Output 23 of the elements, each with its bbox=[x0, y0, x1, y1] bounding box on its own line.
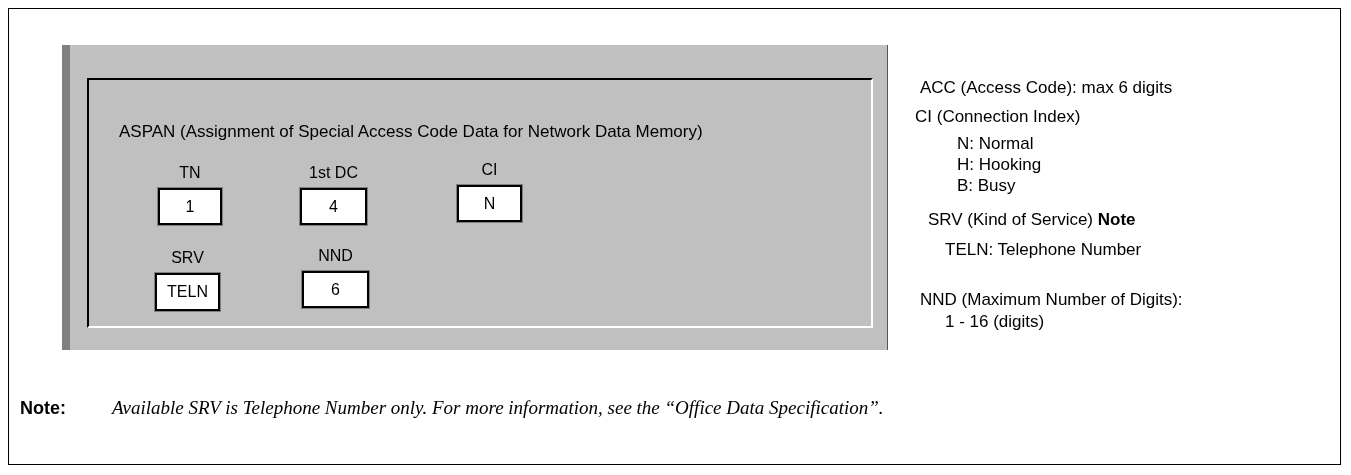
field-label: 1st DC bbox=[309, 164, 358, 182]
field-label: SRV bbox=[171, 249, 204, 267]
field-description: NND (Maximum Number of Digits): bbox=[920, 290, 1183, 310]
field-label: TN bbox=[179, 164, 201, 182]
input-field: TELN bbox=[155, 273, 220, 311]
option-text: N: Normal bbox=[957, 134, 1034, 154]
field-description: ACC (Access Code): max 6 digits bbox=[920, 78, 1173, 98]
field-label: NND bbox=[318, 247, 353, 265]
form-title: ASPAN (Assignment of Special Access Code Data for Network Data Memory) bbox=[119, 122, 703, 142]
option-text: TELN: Telephone Number bbox=[945, 240, 1142, 260]
field-description: SRV (Kind of Service) Note bbox=[928, 210, 1136, 230]
input-field: N bbox=[457, 185, 522, 222]
option-text: B: Busy bbox=[957, 176, 1016, 196]
note-heading: Note: bbox=[20, 398, 66, 419]
form-panel bbox=[87, 78, 873, 328]
input-field: 6 bbox=[302, 271, 369, 308]
input-field: 1 bbox=[158, 188, 222, 225]
field-description: CI (Connection Index) bbox=[915, 107, 1081, 127]
input-field: 4 bbox=[300, 188, 367, 225]
note-text: Available SRV is Telephone Number only. For more information, see the “Office Data Specification”. bbox=[112, 397, 884, 419]
field-label: CI bbox=[481, 161, 498, 179]
option-text: H: Hooking bbox=[957, 155, 1042, 175]
option-text: 1 - 16 (digits) bbox=[945, 312, 1045, 332]
